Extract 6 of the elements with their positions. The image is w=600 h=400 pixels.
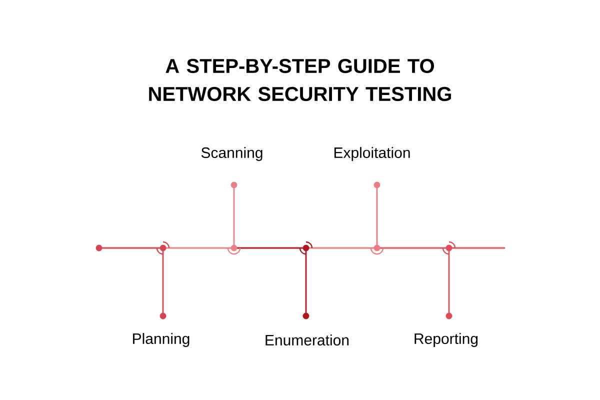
- step-label: Exploitation: [334, 147, 410, 161]
- step-label: Planning: [133, 333, 190, 347]
- step-label: Reporting: [414, 333, 478, 347]
- title: A STEP-BY-STEP GUIDE TO NETWORK SECURITY TESTING: [149, 58, 451, 102]
- step-label: Scanning: [201, 147, 262, 161]
- step-label: Enumeration: [266, 334, 349, 346]
